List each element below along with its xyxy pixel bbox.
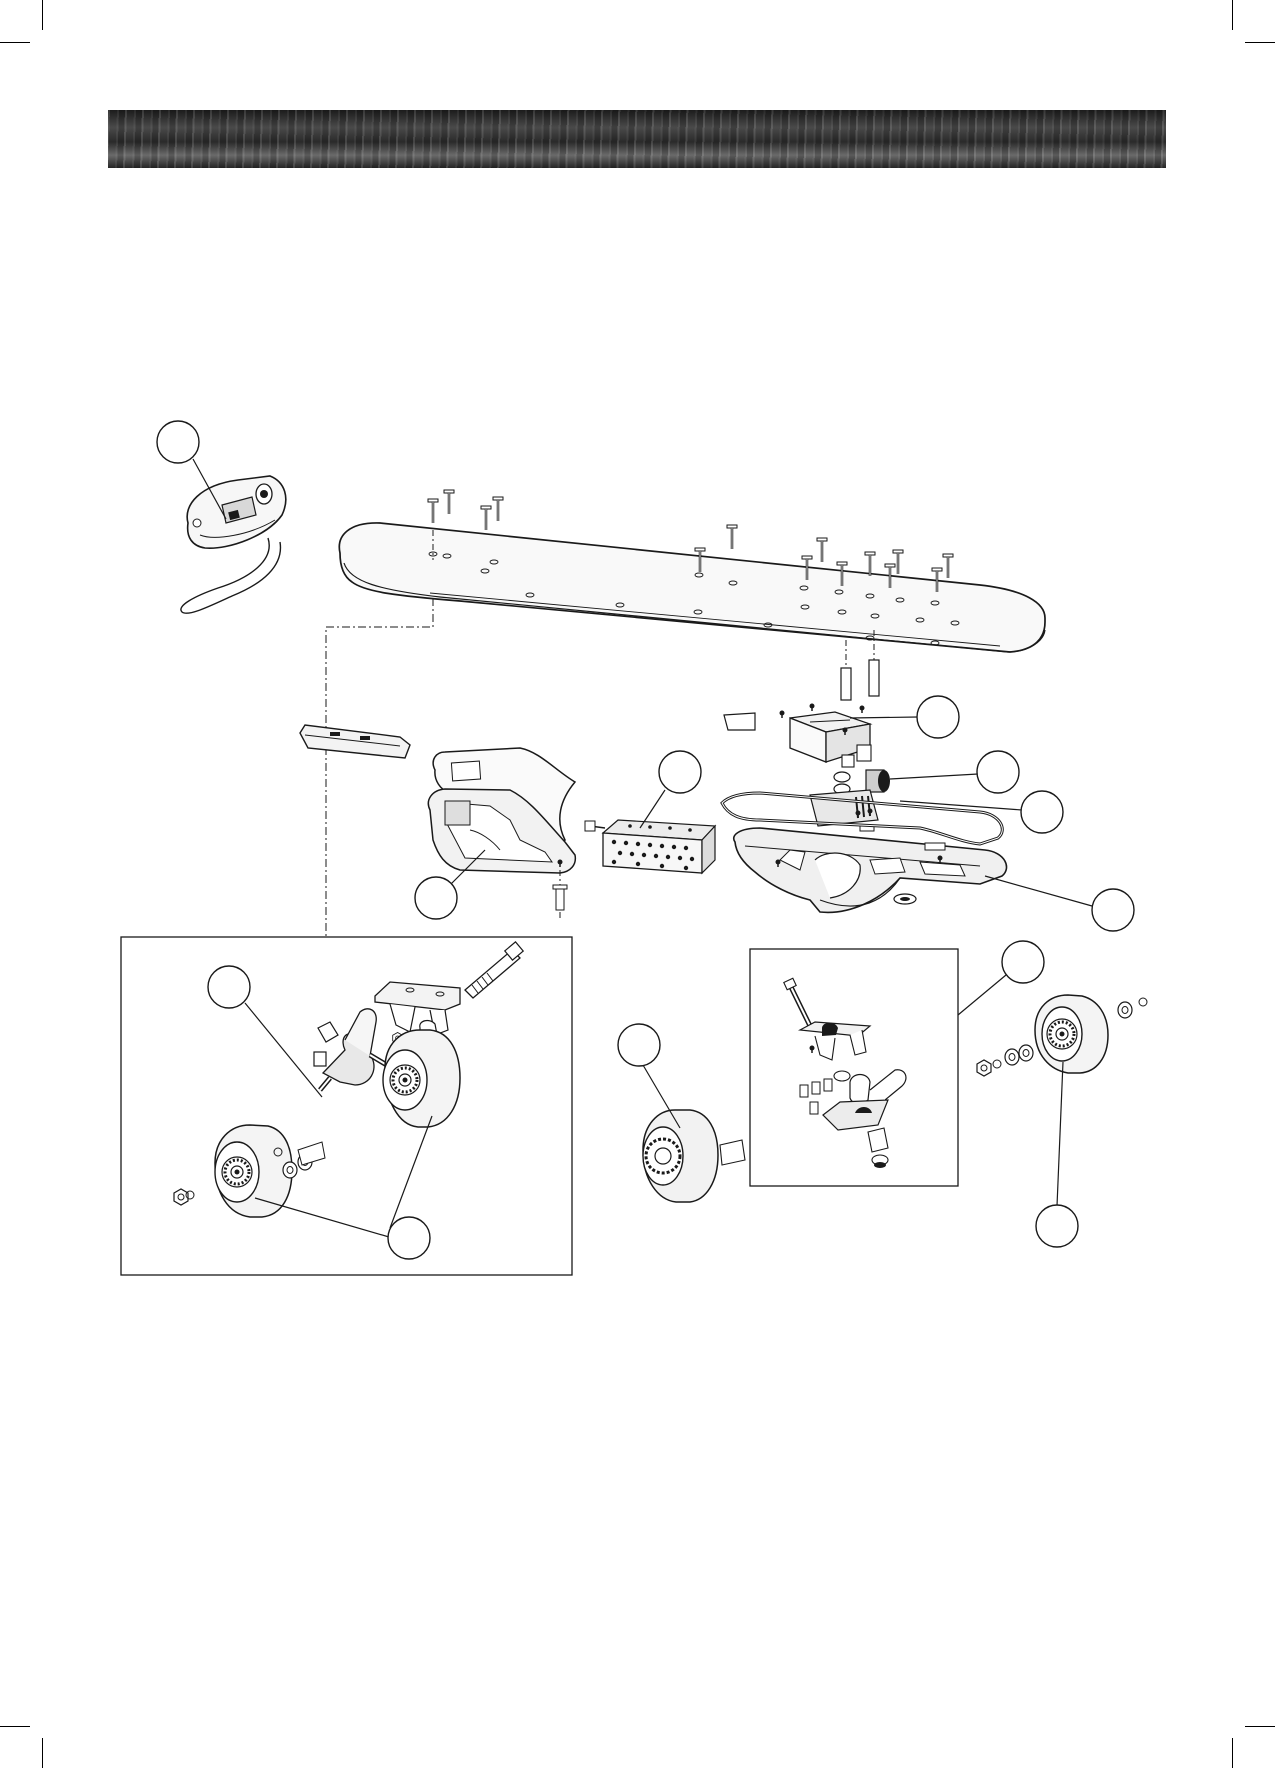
part-rear-wheel: [977, 995, 1147, 1076]
callout-rear-wheel: [1036, 1062, 1078, 1247]
callout-hub-motor: [618, 1024, 680, 1128]
callout-battery-pack: [640, 751, 701, 828]
assembly-leader-line: [326, 598, 433, 937]
callout-front-truck: [208, 966, 322, 1097]
part-remote-control: [181, 476, 286, 613]
part-front-wheel-upper: [383, 1030, 460, 1127]
part-riser-pad: [300, 725, 410, 758]
part-hub-motor: [643, 1110, 745, 1202]
part-deck: [339, 490, 1045, 652]
standoffs: [841, 630, 879, 700]
part-front-wheel-lower: [174, 1125, 325, 1217]
callout-charging-port: [890, 751, 1019, 793]
part-controller-bracket: [724, 630, 879, 767]
rear-truck-hardware: [800, 1070, 906, 1168]
callout-rear-truck: [958, 941, 1044, 1015]
front-truck-inset: [121, 937, 572, 1275]
callout-control-box-housing: [985, 876, 1134, 931]
rear-truck-inset: [750, 949, 958, 1186]
part-battery-pack: [585, 820, 715, 873]
